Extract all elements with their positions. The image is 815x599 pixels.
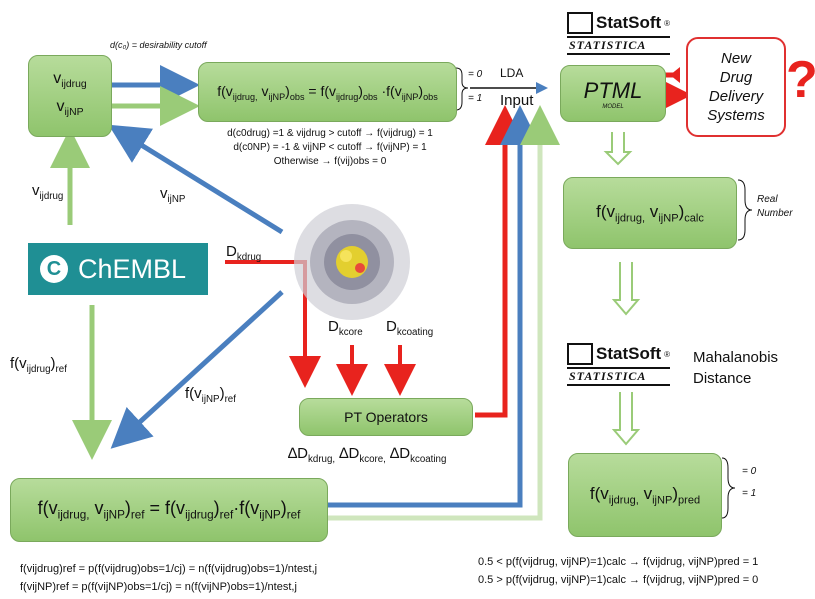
variables-box: vijdrug vijNP [28,55,112,137]
reference-function-box: f(vijdrug, vijNP)ref = f(vijdrug)ref·f(v… [10,478,328,542]
obs-eq-one: = 1 [468,93,483,104]
dkdrug-label: Dkdrug [226,243,262,263]
condition-line-2: d(c0NP) = -1 & vijNP < cutoff → f(vijNP)… [233,142,427,153]
obs-eq-zero: = 0 [468,69,483,80]
arrow-pt-to-input [475,105,525,418]
dkcore-label: Dkcore [328,318,363,338]
nanoparticle-image [294,204,410,320]
ptml-model-box: PTML MODEL [560,65,666,122]
prediction-rule-1: 0.5 < p(f(vijdrug, vijNP)=1)calc → f(vij… [478,556,759,568]
brace-pred [721,457,736,519]
statsoft-chart-icon [567,12,593,34]
chembl-logo: C ChEMBL [28,243,208,295]
statsoft-chart-icon-2 [567,343,593,365]
observed-function-box: f(vijdrug, vijNP)obs = f(vijdrug)obs ·f(… [198,62,457,122]
delta-operators-label: ∆Dkdrug, ∆Dkcore, ∆Dkcoating [288,445,447,465]
arrow-dkdrug [225,260,321,388]
reference-formula-np: f(vijNP)ref = p(f(vijNP)obs=1/cj) = n(f(… [20,581,297,593]
statsoft-logo-top: StatSoft® STATISTICA [567,12,671,55]
pred-eq-zero: = 0 [742,466,757,477]
vijdrug-side-label: vijdrug [32,182,64,202]
pred-function-box: f(vijdrug, vijNP)pred [568,453,722,537]
pt-operators-box: PT Operators [299,398,473,436]
mahalanobis-distance-label: Mahalanobis Distance [693,349,779,387]
brace-calc [737,179,753,241]
new-drug-delivery-box: New Drug Delivery Systems [686,37,786,137]
pred-eq-one: = 1 [742,488,757,499]
prediction-rules: 0.5 < p(f(vijdrug, vijNP)=1)calc → f(vij… [478,553,758,589]
ptml-subtitle: MODEL [602,103,624,110]
vijdrug-label: vijdrug [53,69,87,90]
arrow-ptml-calc [603,132,633,166]
prediction-rule-2: 0.5 > p(f(vijdrug, vijNP)=1)calc → f(vij… [478,574,759,586]
brace-obs [455,67,469,111]
condition-line-3: Otherwise → f(vij)obs = 0 [273,156,387,167]
ptml-title: PTML [583,77,643,103]
condition-line-1: d(c0drug) =1 & vijdrug > cutoff → f(vijd… [227,128,433,139]
dkcoating-label: Dkcoating [386,318,434,338]
cutoff-conditions: d(c0drug) =1 & vijdrug > cutoff → f(vijd… [205,127,455,169]
pt-operators-label: PT Operators [344,409,428,425]
statsoft-logo-bottom: StatSoft® STATISTICA [567,343,671,386]
arrow-statsoft-pred [611,392,641,446]
arrow-ref-green [328,105,560,521]
desirability-cutoff-label: d(c₀) = desirability cutoff [110,40,207,50]
fref-np-label: f(vijNP)ref [185,385,236,405]
calc-function-box: f(vijdrug, vijNP)calc [563,177,737,249]
reference-formulas: f(vijdrug)ref = p(f(vijdrug)obs=1/cj) = … [20,560,317,596]
question-mark: ? [786,51,815,109]
vijnp-label: vijNP [56,98,84,119]
chembl-icon: C [40,255,68,283]
real-number-label: Real Number [757,194,793,219]
fref-drug-label: f(vijdrug)ref [10,355,67,375]
arrow-calc-statsoft [611,262,641,316]
lda-label: LDA [500,66,524,80]
reference-formula-drug: f(vijdrug)ref = p(f(vijdrug)obs=1/cj) = … [20,563,318,575]
vijnp-side-label: vijNP [160,185,186,205]
arrow-np-to-top [108,124,284,235]
arrow-ref-blue [328,105,540,508]
arrow-np-to-ref [110,290,284,449]
input-label: Input [500,92,534,109]
